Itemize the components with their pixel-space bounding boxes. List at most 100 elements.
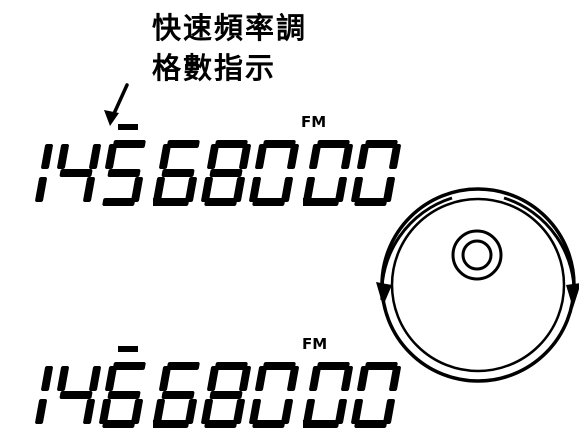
lcd-segment bbox=[112, 140, 146, 148]
lcd-segment bbox=[185, 399, 197, 424]
lcd-segment bbox=[309, 144, 321, 169]
tuning-dial-icon bbox=[380, 187, 576, 383]
lcd-digit bbox=[201, 362, 251, 428]
lcd-segment bbox=[59, 391, 93, 399]
lcd-segment bbox=[161, 169, 195, 177]
lcd-segment bbox=[351, 399, 363, 424]
lcd-segment bbox=[131, 399, 143, 424]
caption-line-1: 快速頻率調 bbox=[152, 11, 308, 45]
lcd-segment bbox=[262, 362, 296, 370]
lcd-segment bbox=[201, 177, 213, 202]
lcd-digit bbox=[303, 140, 353, 206]
lcd-segment bbox=[83, 177, 95, 202]
lcd-segment bbox=[207, 366, 219, 391]
lcd-segment bbox=[105, 366, 117, 391]
lcd-segment bbox=[59, 169, 93, 177]
lcd-segment bbox=[335, 399, 347, 424]
lcd-segment bbox=[131, 177, 143, 202]
lcd-segment bbox=[204, 198, 238, 206]
lcd-segment bbox=[252, 420, 286, 428]
lcd-digit bbox=[249, 362, 299, 428]
lcd-segment bbox=[303, 399, 315, 424]
lcd-segment bbox=[41, 144, 53, 169]
lcd-segment bbox=[341, 144, 353, 169]
lcd-segment bbox=[57, 144, 69, 169]
caption-line-2: 格數指示 bbox=[152, 51, 277, 85]
lcd-segment bbox=[389, 366, 401, 391]
step-indicator-caption: 快速頻率調 格數指示 bbox=[152, 8, 307, 88]
lcd-segment bbox=[239, 366, 251, 391]
lcd-segment bbox=[357, 366, 369, 391]
lcd-digit bbox=[153, 140, 200, 206]
lcd-segment bbox=[161, 391, 195, 399]
lcd-segment bbox=[35, 399, 47, 424]
lcd-segment bbox=[201, 399, 213, 424]
lcd-segment bbox=[41, 366, 53, 391]
lcd-segment bbox=[389, 144, 401, 169]
lcd-segment bbox=[351, 177, 363, 202]
lcd-segment bbox=[153, 399, 165, 424]
lcd-segment bbox=[166, 140, 200, 148]
lcd-segment bbox=[255, 144, 267, 169]
lcd-segment bbox=[83, 399, 95, 424]
lcd-segment bbox=[233, 399, 245, 424]
lcd-segment bbox=[185, 177, 197, 202]
lcd-segment bbox=[107, 169, 141, 177]
lcd-digit bbox=[153, 362, 200, 428]
lcd-segment bbox=[89, 366, 101, 391]
lcd-segment bbox=[341, 366, 353, 391]
lcd-segment bbox=[153, 177, 165, 202]
lcd-segment bbox=[303, 177, 315, 202]
lcd-segment bbox=[57, 366, 69, 391]
lcd-segment bbox=[159, 366, 171, 391]
lcd-segment bbox=[209, 391, 243, 399]
lcd-segment bbox=[316, 140, 350, 148]
lcd-segment bbox=[249, 399, 261, 424]
step-indicator-marker bbox=[118, 124, 138, 130]
mode-label-top: FM bbox=[301, 113, 327, 131]
lcd-segment bbox=[281, 399, 293, 424]
lcd-segment bbox=[207, 144, 219, 169]
lcd-digit bbox=[249, 140, 299, 206]
lcd-segment bbox=[209, 169, 243, 177]
lcd-segment bbox=[249, 177, 261, 202]
frequency-display-top bbox=[35, 124, 401, 206]
lcd-segment bbox=[306, 198, 340, 206]
lcd-digit bbox=[351, 362, 401, 428]
lcd-segment bbox=[156, 420, 190, 428]
lcd-segment bbox=[204, 420, 238, 428]
lcd-digit bbox=[57, 144, 101, 202]
lcd-segment bbox=[105, 144, 117, 169]
lcd-segment bbox=[354, 198, 388, 206]
lcd-digit bbox=[351, 140, 401, 206]
lcd-digit bbox=[102, 140, 146, 206]
lcd-digit bbox=[35, 144, 53, 202]
lcd-segment bbox=[102, 198, 136, 206]
lcd-segment bbox=[357, 144, 369, 169]
lcd-segment bbox=[107, 391, 141, 399]
lcd-segment bbox=[156, 198, 190, 206]
lcd-digit bbox=[57, 366, 101, 424]
lcd-segment bbox=[214, 362, 248, 370]
lcd-segment bbox=[287, 144, 299, 169]
lcd-segment bbox=[281, 177, 293, 202]
lcd-segment bbox=[262, 140, 296, 148]
lcd-segment bbox=[252, 198, 286, 206]
lcd-segment bbox=[233, 177, 245, 202]
lcd-segment bbox=[102, 420, 136, 428]
lcd-digit bbox=[99, 362, 146, 428]
lcd-digit bbox=[201, 140, 251, 206]
lcd-digit bbox=[35, 366, 53, 424]
step-indicator-marker bbox=[118, 346, 138, 352]
lcd-segment bbox=[112, 362, 146, 370]
lcd-segment bbox=[159, 144, 171, 169]
lcd-segment bbox=[309, 366, 321, 391]
lcd-segment bbox=[335, 177, 347, 202]
lcd-digit bbox=[303, 362, 353, 428]
arrow-down-icon bbox=[104, 83, 129, 126]
lcd-segment bbox=[255, 366, 267, 391]
lcd-segment bbox=[354, 420, 388, 428]
lcd-segment bbox=[214, 140, 248, 148]
mode-label-bottom: FM bbox=[302, 335, 328, 353]
